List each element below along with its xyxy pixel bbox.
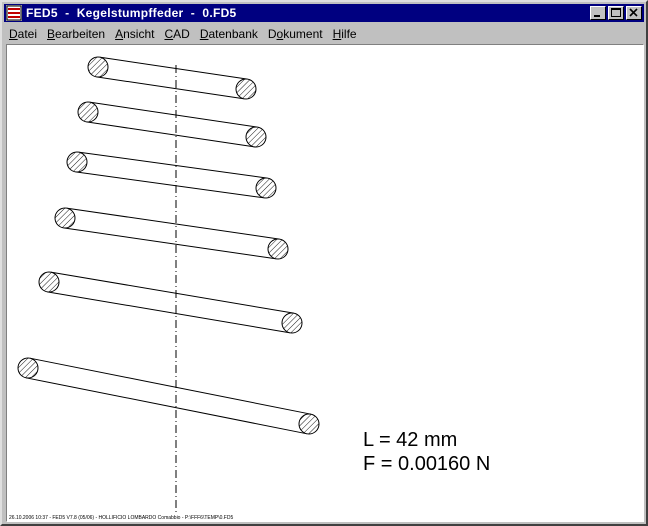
wire-section [245,126,267,148]
drawing-canvas[interactable]: L = 42 mm F = 0.00160 N 26.10.2006 10:37… [6,44,644,522]
menu-dokument[interactable]: Dokument [267,27,323,41]
maximize-icon [611,8,621,17]
spring-drawing [17,56,320,515]
coil-edge [89,101,258,128]
title-bar[interactable]: FED5 - Kegelstumpffeder - 0.FD5 [4,4,644,22]
coil-edge [96,76,245,100]
menu-datei[interactable]: Datei [9,27,38,41]
wire-section [267,238,289,260]
length-readout: L = 42 mm [363,429,458,451]
menu-ansicht[interactable]: Ansicht [115,27,155,41]
plot-footer: 26.10.2006 10:37 - FED5 V7.8 (05/06) - H… [9,515,234,521]
wire-section [235,78,257,100]
coil-edge [75,171,265,199]
wire-section [38,271,60,293]
menu-bearbeiten[interactable]: Bearbeiten [47,27,106,41]
wire-section [17,357,39,379]
wire-section [66,151,88,173]
minimize-button[interactable] [590,6,606,20]
close-icon [629,8,638,17]
wire-section [87,56,109,78]
wire-section [281,312,303,334]
coil-edge [63,227,277,260]
fed-app-icon[interactable] [6,5,22,21]
menu-cad[interactable]: CAD [164,27,190,41]
menu-bar: Datei Bearbeiten Ansicht CAD Datenbank Dokume… [4,24,644,44]
coil-edge [47,291,291,334]
wire-section [77,101,99,123]
minimize-icon [594,15,600,17]
maximize-button[interactable] [608,6,624,20]
coil-edge [66,207,280,240]
window-title: FED5 - Kegelstumpffeder - 0.FD5 [26,6,237,20]
force-readout: F = 0.00160 N [363,453,491,475]
wire-section [54,207,76,229]
close-button[interactable] [626,6,642,20]
menu-datenbank[interactable]: Datenbank [199,27,258,41]
coil-edge [25,377,308,435]
coil-edge [86,121,255,148]
coil-edge [29,357,312,415]
coil-edge [50,271,294,314]
menu-hilfe[interactable]: Hilfe [332,27,357,41]
coil-edge [78,151,268,179]
coil-edge [99,56,248,80]
wire-section [255,177,277,199]
wire-section [298,413,320,435]
